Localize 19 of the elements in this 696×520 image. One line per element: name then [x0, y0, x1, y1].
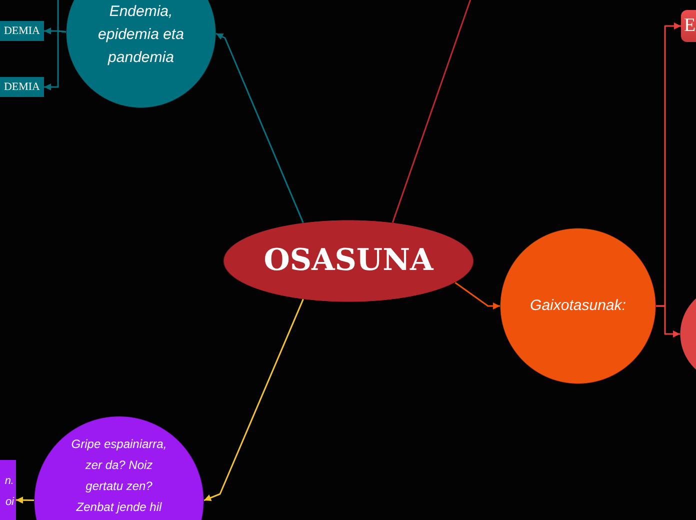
arrow — [216, 32, 304, 224]
node-text: DEMIA — [2, 80, 40, 95]
subtopic-tag — [0, 21, 44, 41]
arrow — [656, 305, 680, 338]
node-text: n. oi — [4, 474, 14, 510]
node-text: E — [684, 14, 696, 38]
node-text: OSASUNA — [262, 242, 435, 280]
subtopic-tag — [0, 460, 16, 520]
connector-line — [57, 0, 66, 33]
node-text: DEMIA — [2, 24, 40, 39]
node-text: Endemia, epidemia eta pandemia — [97, 2, 185, 68]
node-text: Gripe espainiarra, zer da? Noiz gertatu zen? Zenbat jende hil — [70, 436, 168, 516]
connector-line — [392, 0, 472, 223]
subtopic-tag — [681, 10, 696, 42]
subtopic-tag — [0, 77, 44, 97]
arrow — [454, 282, 500, 310]
arrow — [204, 298, 304, 502]
arrow — [16, 496, 34, 504]
node-text: Gaixotasunak: — [529, 296, 627, 316]
